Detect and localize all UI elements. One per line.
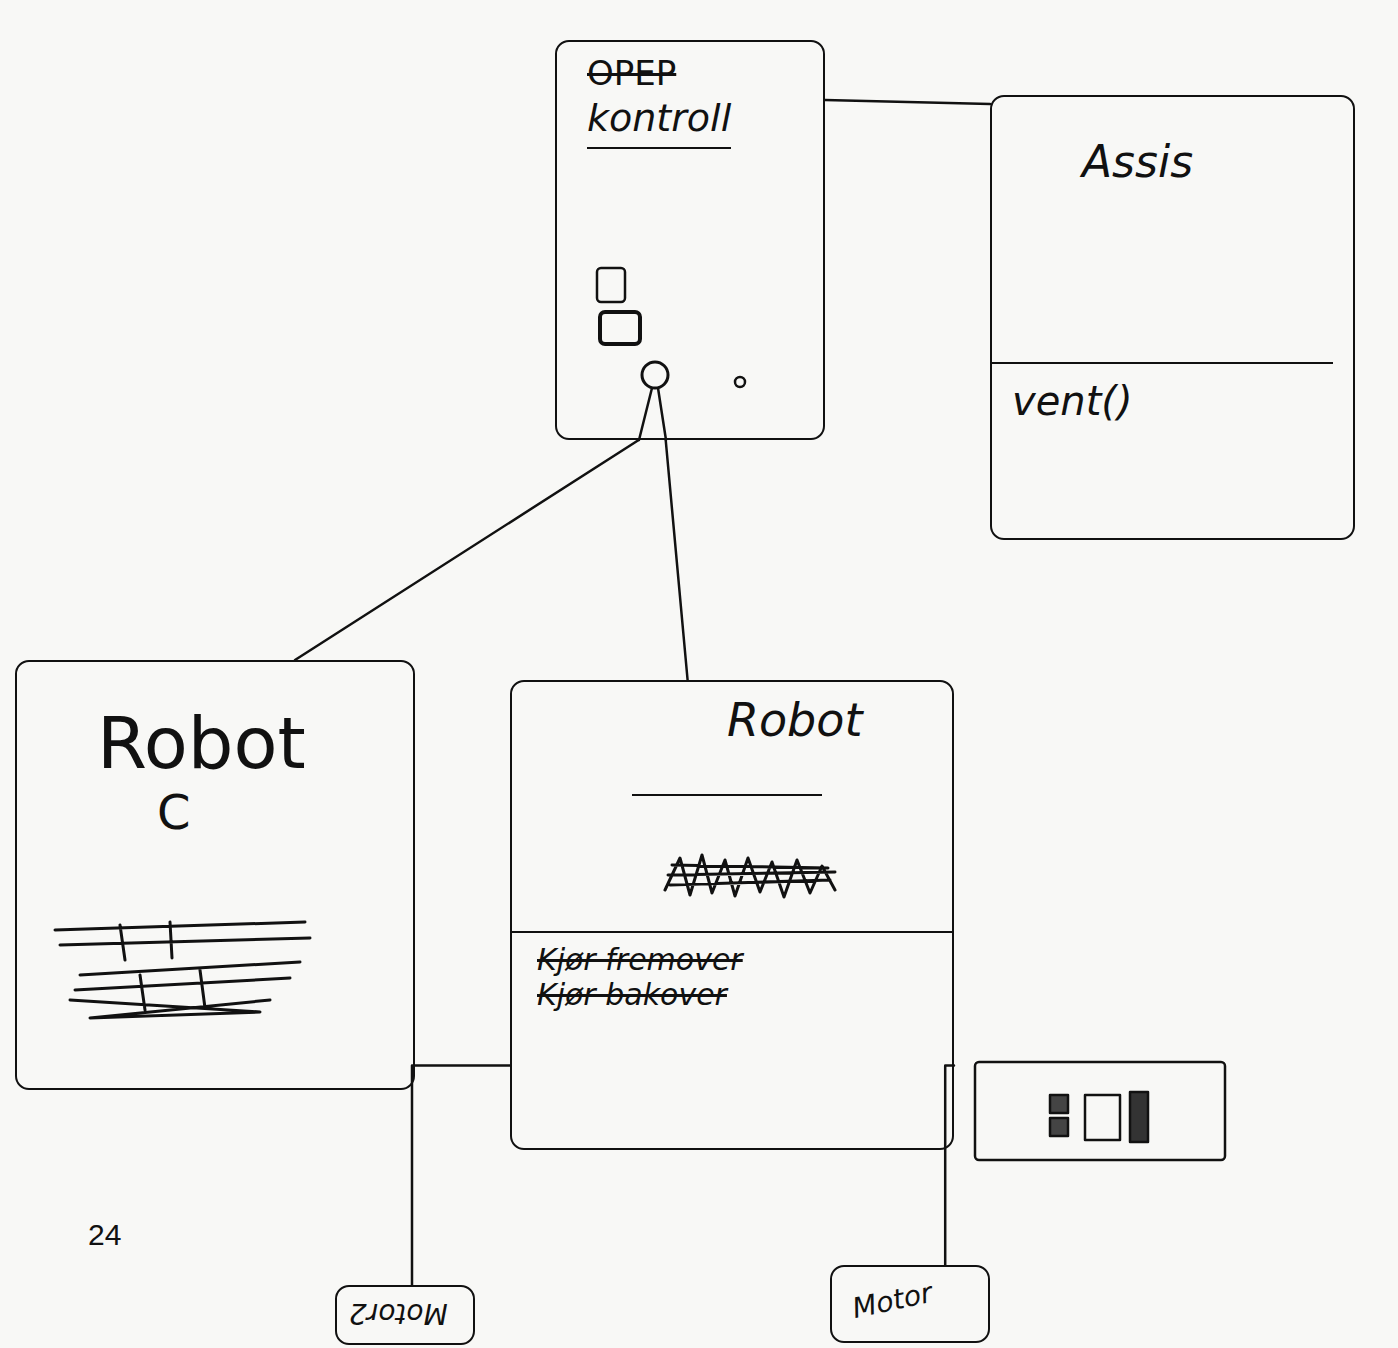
node-text: vent() [992,362,1333,424]
text-row: OPEP [587,54,805,93]
text-row: Assis [992,137,1333,362]
node-title: Motor [850,1277,936,1325]
class-box: OPEP kontroll [555,40,825,440]
motor-box: Motor [830,1265,990,1343]
scribble [665,855,835,897]
node-title: OPEP [587,54,805,93]
text-row: Kjør fremover [512,931,952,978]
association-line [412,1065,510,1285]
text-row: vent() [992,362,1333,424]
component-box [975,1062,1225,1160]
class-symbol [597,268,625,302]
page-number: 24 [88,1218,121,1252]
node-text: kontroll [587,97,731,149]
text-row: Motor [852,1285,978,1317]
component-symbol [1050,1118,1068,1136]
node-text: C [97,785,393,840]
text-row: C [97,785,393,840]
node-title: Robot [97,702,393,785]
text-row: Kjør bakover [512,978,952,1013]
node-text: Kjør fremover [512,931,952,978]
port-symbol [735,377,745,387]
class-box: RobotC [15,660,415,1090]
association-line [666,440,688,680]
leader-line [658,388,666,440]
class-box: Assisvent() [990,95,1355,540]
text-row: Robot [512,694,952,796]
node-title: Assis [992,137,1333,362]
text-row: Motor2 [349,1297,465,1329]
component-symbol [1085,1095,1120,1140]
node-title: Motor2 [349,1297,448,1329]
node-title: Robot [632,694,822,796]
class-box: RobotKjør fremoverKjør bakover [510,680,954,1150]
component-symbol [1130,1092,1148,1142]
motor-box: Motor2 [335,1285,475,1345]
association-line [295,440,639,660]
scribble [55,922,310,1018]
association-line [825,100,990,104]
component-symbol [1050,1095,1068,1113]
node-text: Kjør bakover [512,978,952,1013]
leader-line [639,388,652,440]
class-symbol [600,312,640,344]
text-row: Robot [97,702,393,785]
port-symbol [642,362,668,388]
text-row: kontroll [587,93,805,149]
